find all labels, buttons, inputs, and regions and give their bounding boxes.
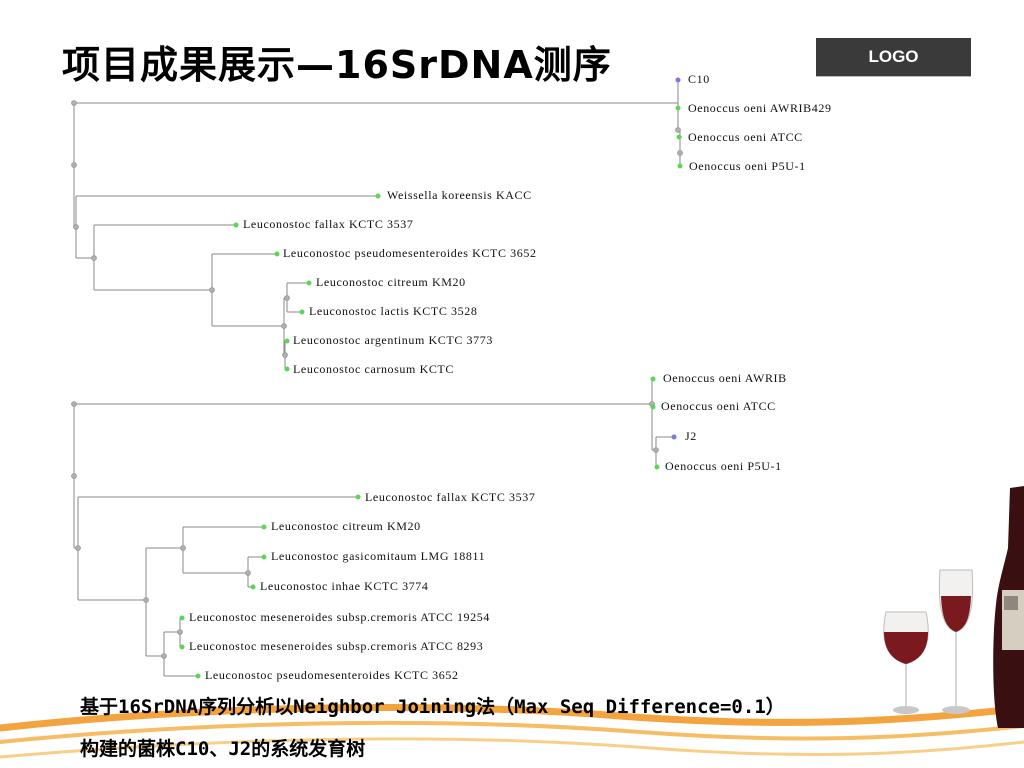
leaf-label: Leuconostoc fallax KCTC 3537 xyxy=(365,490,535,504)
leaf-label: Oenoccus oeni ATCC xyxy=(661,399,776,413)
leaf-label: Leuconostoc pseudomesenteroides KCTC 365… xyxy=(283,246,537,260)
leaf-label: Leuconostoc gasicomitaum LMG 18811 xyxy=(271,549,485,563)
slide-title: 项目成果展示—16SrDNA测序 xyxy=(62,43,612,87)
orange-swoosh-3 xyxy=(0,737,1024,759)
orange-swoosh xyxy=(0,703,1024,732)
leaf-label: Oenoccus oeni AWRIB429 xyxy=(688,101,832,115)
leaf-label: Leuconostoc fallax KCTC 3537 xyxy=(243,217,413,231)
leaf-label: C10 xyxy=(688,72,710,86)
orange-swoosh-2 xyxy=(0,720,1024,744)
leaf-label: Leuconostoc lactis KCTC 3528 xyxy=(309,304,477,318)
leaf-label: Leuconostoc meseneroides subsp.cremoris … xyxy=(189,610,490,624)
leaf-label: Oenoccus oeni AWRIB xyxy=(663,371,787,385)
caption-line-2: 构建的菌株C10、J2的系统发育树 xyxy=(80,738,366,760)
leaf-label: Leuconostoc citreum KM20 xyxy=(271,519,421,533)
caption-line-1: 基于16SrDNA序列分析以Neighbor Joining法（Max Seq … xyxy=(80,696,785,718)
tree-j2: Oenoccus oeni AWRIB Oenoccus oeni ATCC J… xyxy=(71,371,787,682)
leaf-label: Leuconostoc citreum KM20 xyxy=(316,275,466,289)
leaf-label: Leuconostoc argentinum KCTC 3773 xyxy=(293,333,493,347)
leaf-label: Oenoccus oeni ATCC xyxy=(688,130,803,144)
leaf-label: Oenoccus oeni P5U-1 xyxy=(665,459,782,473)
leaf-label: Weissella koreensis KACC xyxy=(387,188,532,202)
leaf-label: Leuconostoc inhae KCTC 3774 xyxy=(260,579,429,593)
leaf-label: J2 xyxy=(685,429,697,443)
leaf-label: Leuconostoc meseneroides subsp.cremoris … xyxy=(189,639,483,653)
tree-c10: C10 Oenoccus oeni AWRIB429 Oenoccus oeni… xyxy=(71,72,832,376)
logo: LOGO xyxy=(816,38,971,77)
leaf-label: Leuconostoc carnosum KCTC xyxy=(293,362,454,376)
leaf-label: Oenoccus oeni P5U-1 xyxy=(689,159,806,173)
leaf-label: Leuconostoc pseudomesenteroides KCTC 365… xyxy=(205,668,459,682)
